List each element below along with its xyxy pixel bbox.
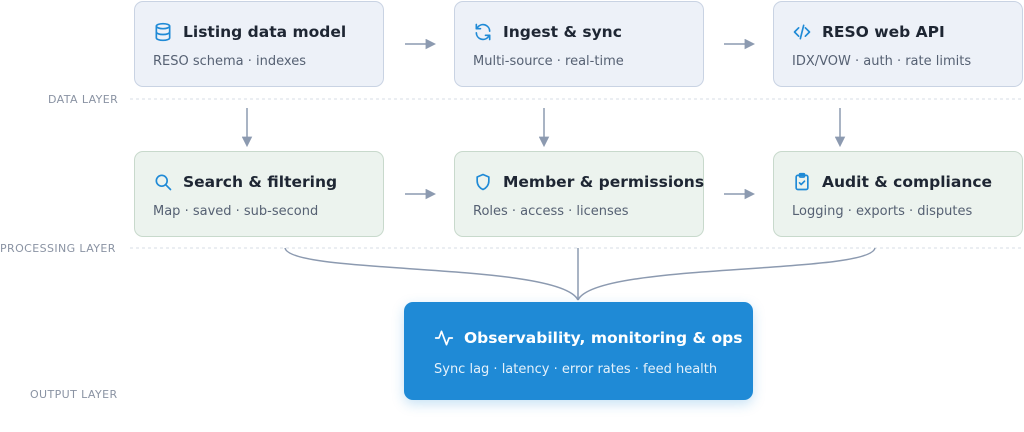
layer-label-processing: PROCESSING LAYER: [0, 242, 116, 255]
card-subtitle: RESO schema · indexes: [153, 54, 306, 69]
card-listing-data-model: Listing data model RESO schema · indexes: [134, 1, 384, 87]
database-icon: [153, 22, 173, 42]
card-title: RESO web API: [822, 23, 945, 41]
card-title: Audit & compliance: [822, 173, 993, 191]
card-subtitle: Logging · exports · disputes: [792, 204, 973, 219]
card-title: Ingest & sync: [503, 23, 622, 41]
card-title: Listing data model: [183, 23, 347, 41]
activity-pulse-icon: [434, 328, 454, 348]
card-member-permissions: Member & permissions Roles · access · li…: [454, 151, 704, 237]
card-subtitle: IDX/VOW · auth · rate limits: [792, 54, 972, 69]
card-audit-compliance: Audit & compliance Logging · exports · d…: [773, 151, 1023, 237]
card-title: Search & filtering: [183, 173, 338, 191]
refresh-icon: [473, 22, 493, 42]
card-title: Member & permissions: [503, 173, 705, 191]
curve-audit-to-output: [577, 247, 876, 301]
card-ingest-sync: Ingest & sync Multi-source · real-time: [454, 1, 704, 87]
clipboard-check-icon: [792, 172, 812, 192]
card-subtitle: Multi-source · real-time: [473, 54, 624, 69]
card-search-filtering: Search & filtering Map · saved · sub-sec…: [134, 151, 384, 237]
card-observability-monitoring-ops: Observability, monitoring & ops Sync lag…: [404, 302, 753, 400]
code-icon: [792, 22, 812, 42]
card-reso-web-api: RESO web API IDX/VOW · auth · rate limit…: [773, 1, 1023, 87]
curve-search-to-output: [284, 247, 579, 301]
shield-icon: [473, 172, 493, 192]
layer-label-output: OUTPUT LAYER: [30, 388, 118, 401]
search-icon: [153, 172, 173, 192]
card-subtitle: Sync lag · latency · error rates · feed …: [434, 362, 718, 377]
layer-label-data: DATA LAYER: [48, 93, 119, 106]
card-title: Observability, monitoring & ops: [464, 329, 743, 347]
card-subtitle: Map · saved · sub-second: [153, 204, 319, 219]
card-subtitle: Roles · access · licenses: [473, 204, 629, 219]
